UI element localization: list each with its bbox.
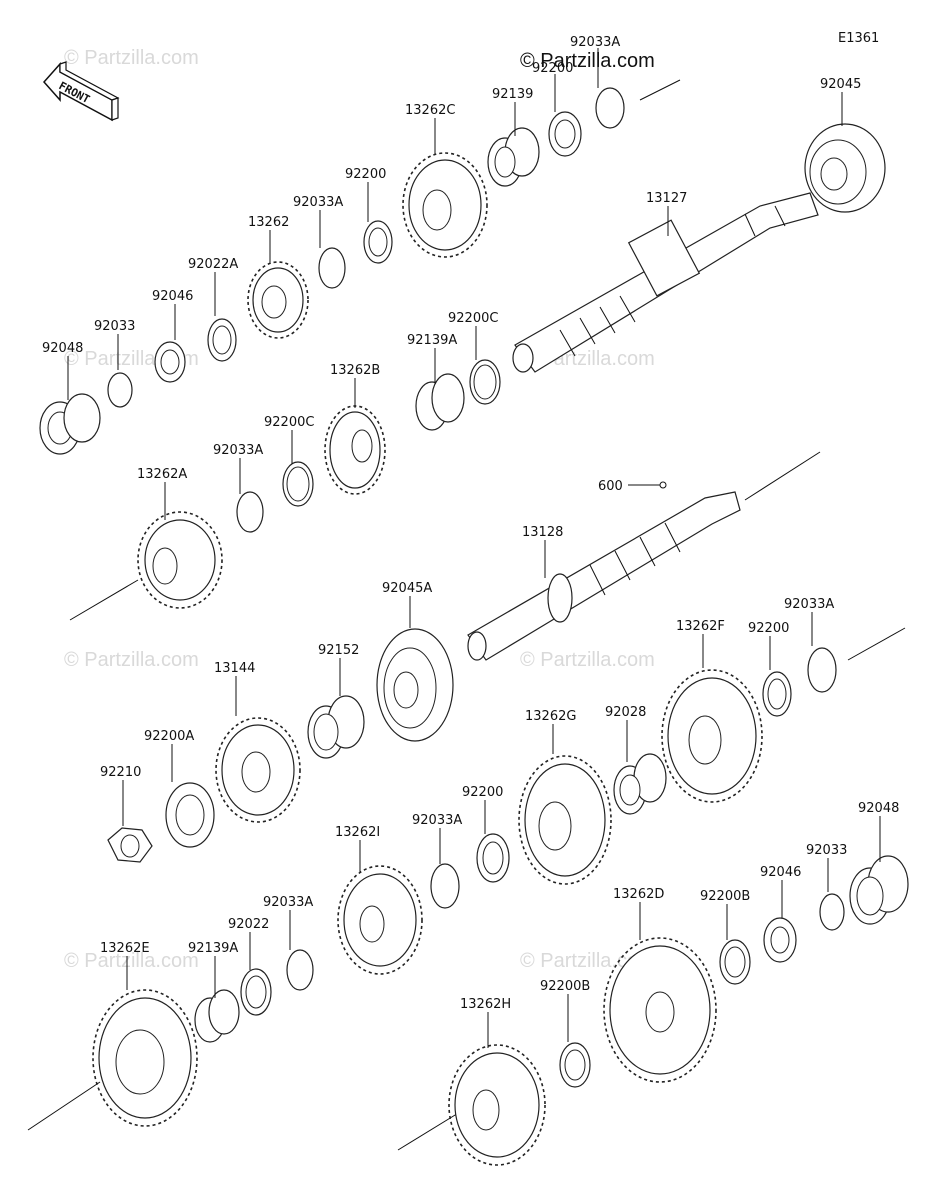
part-label[interactable]: 13262C xyxy=(405,103,455,118)
part-label[interactable]: 13262D xyxy=(613,887,664,902)
part-label[interactable]: 92033A xyxy=(412,813,462,828)
part-label[interactable]: 92046 xyxy=(152,289,193,304)
watermark: © Partzilla.com xyxy=(520,649,655,671)
part-label[interactable]: 92200 xyxy=(748,621,789,636)
part-label[interactable]: 13262 xyxy=(248,215,289,230)
watermark: © Partzilla.com xyxy=(64,950,199,972)
part-label[interactable]: 92022A xyxy=(188,257,238,272)
watermarks: © Partzilla.com © Partzilla.com © Partzi… xyxy=(64,47,655,972)
part-label[interactable]: 92139A xyxy=(407,333,457,348)
part-label[interactable]: 92033A xyxy=(263,895,313,910)
part-label[interactable]: 92033A xyxy=(784,597,834,612)
part-label[interactable]: 13144 xyxy=(214,661,255,676)
watermark: © Partzilla.com xyxy=(64,47,199,69)
part-label[interactable]: 92200B xyxy=(540,979,590,994)
part-label[interactable]: 13262A xyxy=(137,467,187,482)
part-label[interactable]: 92139A xyxy=(188,941,238,956)
watermark: © Partzilla.com xyxy=(520,950,655,972)
part-label[interactable]: 92210 xyxy=(100,765,141,780)
part-label[interactable]: 92200C xyxy=(264,415,314,430)
leader-lines xyxy=(67,48,881,1048)
part-label[interactable]: 92033A xyxy=(293,195,343,210)
part-label[interactable]: 92200A xyxy=(144,729,194,744)
parts-shapes xyxy=(39,87,909,1166)
part-label[interactable]: 92033 xyxy=(806,843,847,858)
part-label[interactable]: 92033A xyxy=(213,443,263,458)
part-label[interactable]: 92022 xyxy=(228,917,269,932)
part-labels: 92048 92033 92046 92022A 13262 92033A 92… xyxy=(42,35,899,1012)
part-label[interactable]: 13262G xyxy=(525,709,576,724)
part-label[interactable]: 92200 xyxy=(462,785,503,800)
part-label[interactable]: 92048 xyxy=(42,341,83,356)
part-label[interactable]: 600 xyxy=(598,479,623,494)
part-label[interactable]: 13262B xyxy=(330,363,380,378)
part-label[interactable]: 13127 xyxy=(646,191,687,206)
part-label[interactable]: 13262F xyxy=(676,619,725,634)
axis-lines xyxy=(27,79,906,1151)
part-label[interactable]: 92033A xyxy=(570,35,620,50)
part-label[interactable]: 92045A xyxy=(382,581,432,596)
part-label[interactable]: 92200C xyxy=(448,311,498,326)
part-label[interactable]: 92139 xyxy=(492,87,533,102)
part-label[interactable]: 92048 xyxy=(858,801,899,816)
part-label[interactable]: 13128 xyxy=(522,525,563,540)
front-arrow-icon: FRONT xyxy=(42,61,120,122)
shaft-13127 xyxy=(512,192,819,373)
part-label[interactable]: 92033 xyxy=(94,319,135,334)
shaft-13128 xyxy=(467,491,741,661)
part-label[interactable]: 13262I xyxy=(335,825,380,840)
part-label[interactable]: 13262H xyxy=(460,997,511,1012)
watermark: © Partzilla.com xyxy=(64,649,199,671)
part-label[interactable]: 92200B xyxy=(700,889,750,904)
part-label[interactable]: 92028 xyxy=(605,705,646,720)
site-title: © Partzilla.com xyxy=(520,50,655,72)
part-label[interactable]: 92045 xyxy=(820,77,861,92)
part-label[interactable]: 92200 xyxy=(345,167,386,182)
part-label[interactable]: 92200 xyxy=(532,61,573,76)
part-label[interactable]: 13262E xyxy=(100,941,150,956)
part-label[interactable]: 92046 xyxy=(760,865,801,880)
part-label[interactable]: 92152 xyxy=(318,643,359,658)
diagram-code: E1361 xyxy=(838,31,879,46)
